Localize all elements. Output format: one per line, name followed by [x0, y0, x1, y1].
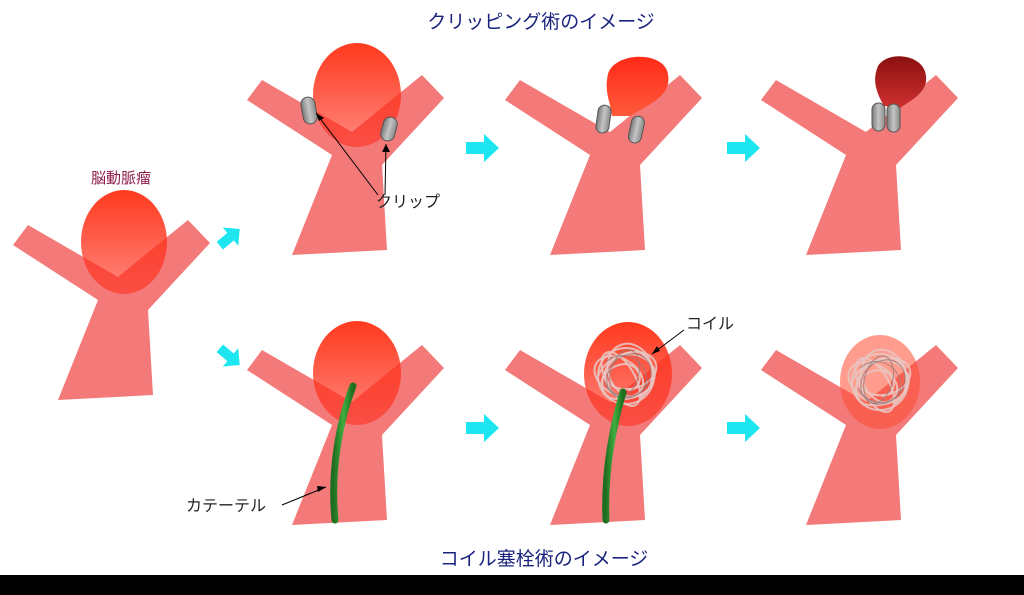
aneurysm-shape	[584, 322, 672, 426]
clip-left	[871, 102, 886, 132]
panel-coil-step2: コイル	[505, 314, 734, 525]
clip-right	[380, 116, 398, 142]
coil-label: コイル	[686, 314, 734, 333]
panel-coil-step3	[761, 335, 958, 525]
aneurysm-shape	[313, 43, 401, 147]
flow-arrows	[216, 134, 760, 442]
clipping-title: クリッピング術のイメージ	[427, 11, 655, 33]
clip-right	[886, 103, 901, 133]
arrow-right	[727, 414, 760, 442]
arrow-up-right	[216, 227, 240, 250]
arrow-right	[466, 134, 499, 162]
panel-clip-step1: クリップ	[247, 43, 444, 255]
panel-clip-step3	[761, 56, 958, 255]
pointer-line	[315, 112, 379, 196]
arrow-right	[466, 414, 499, 442]
pointer-line	[384, 143, 387, 196]
clip-label: クリップ	[376, 192, 440, 211]
catheter-shape	[602, 388, 627, 524]
aneurysm-shape	[81, 190, 167, 294]
pointer-arrowhead	[652, 346, 660, 354]
panel-clip-step2	[505, 56, 702, 255]
clip-left	[595, 104, 612, 134]
aneurysm-shape	[313, 321, 401, 425]
aneurysm-label: 脳動脈瘤	[91, 169, 151, 187]
catheter-label: カテーテル	[186, 496, 266, 515]
pointer-arrowhead	[382, 144, 390, 152]
arrow-down-right	[216, 344, 240, 367]
panel-coil-step1: カテーテル	[186, 321, 444, 525]
clip-right	[627, 115, 645, 144]
clip-left	[300, 96, 318, 125]
catheter-shape	[330, 382, 357, 524]
arrow-right	[727, 134, 760, 162]
aneurysm-shape-dark	[875, 56, 927, 108]
panel-original-aneurysm	[13, 190, 210, 400]
pointer-arrowhead	[317, 486, 326, 492]
aneurysm-shape	[606, 56, 669, 116]
coiling-title: コイル塞栓術のイメージ	[440, 548, 649, 570]
pointer-arrowhead	[316, 113, 324, 121]
